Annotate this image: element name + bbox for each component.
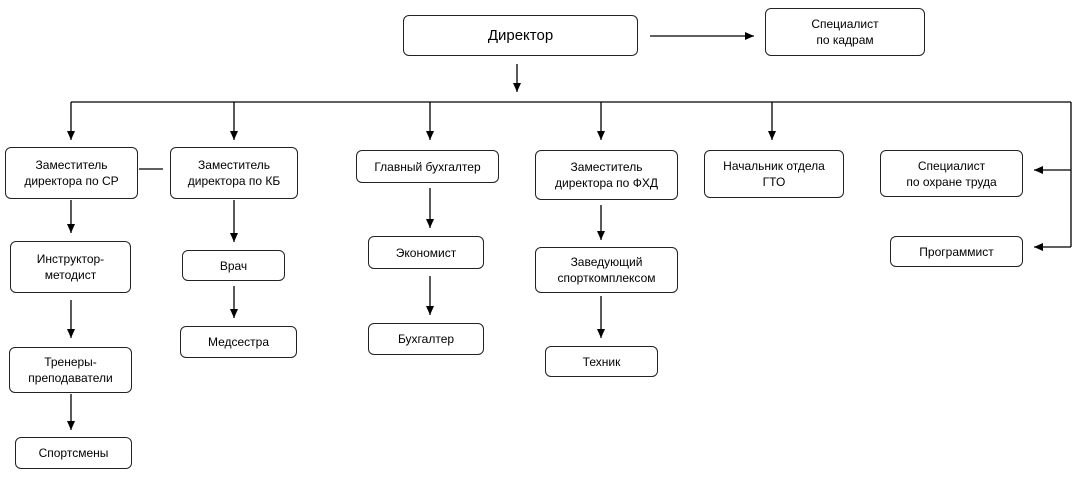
node-hr-specialist: Специалист по кадрам [765, 8, 925, 56]
node-doctor: Врач [182, 250, 285, 281]
node-nurse: Медсестра [180, 326, 297, 358]
node-trainers: Тренеры- преподаватели [9, 347, 132, 393]
node-athletes: Спортсмены [15, 437, 132, 469]
node-safety-specialist: Специалист по охране труда [880, 150, 1023, 197]
node-gto-head: Начальник отдела ГТО [704, 150, 844, 198]
node-chief-accountant: Главный бухгалтер [356, 150, 499, 183]
node-sport-complex-head: Заведующий спорткомплексом [535, 247, 678, 293]
node-deputy-fhd: Заместитель директора по ФХД [535, 150, 678, 200]
node-economist: Экономист [368, 236, 484, 269]
node-accountant: Бухгалтер [368, 323, 484, 355]
node-deputy-sr: Заместитель директора по СР [5, 147, 138, 199]
node-director: Директор [403, 15, 638, 56]
node-deputy-kb: Заместитель директора по КБ [170, 147, 298, 199]
node-technician: Техник [545, 346, 658, 377]
node-programmer: Программист [890, 236, 1023, 267]
node-instructor: Инструктор- методист [10, 241, 131, 293]
